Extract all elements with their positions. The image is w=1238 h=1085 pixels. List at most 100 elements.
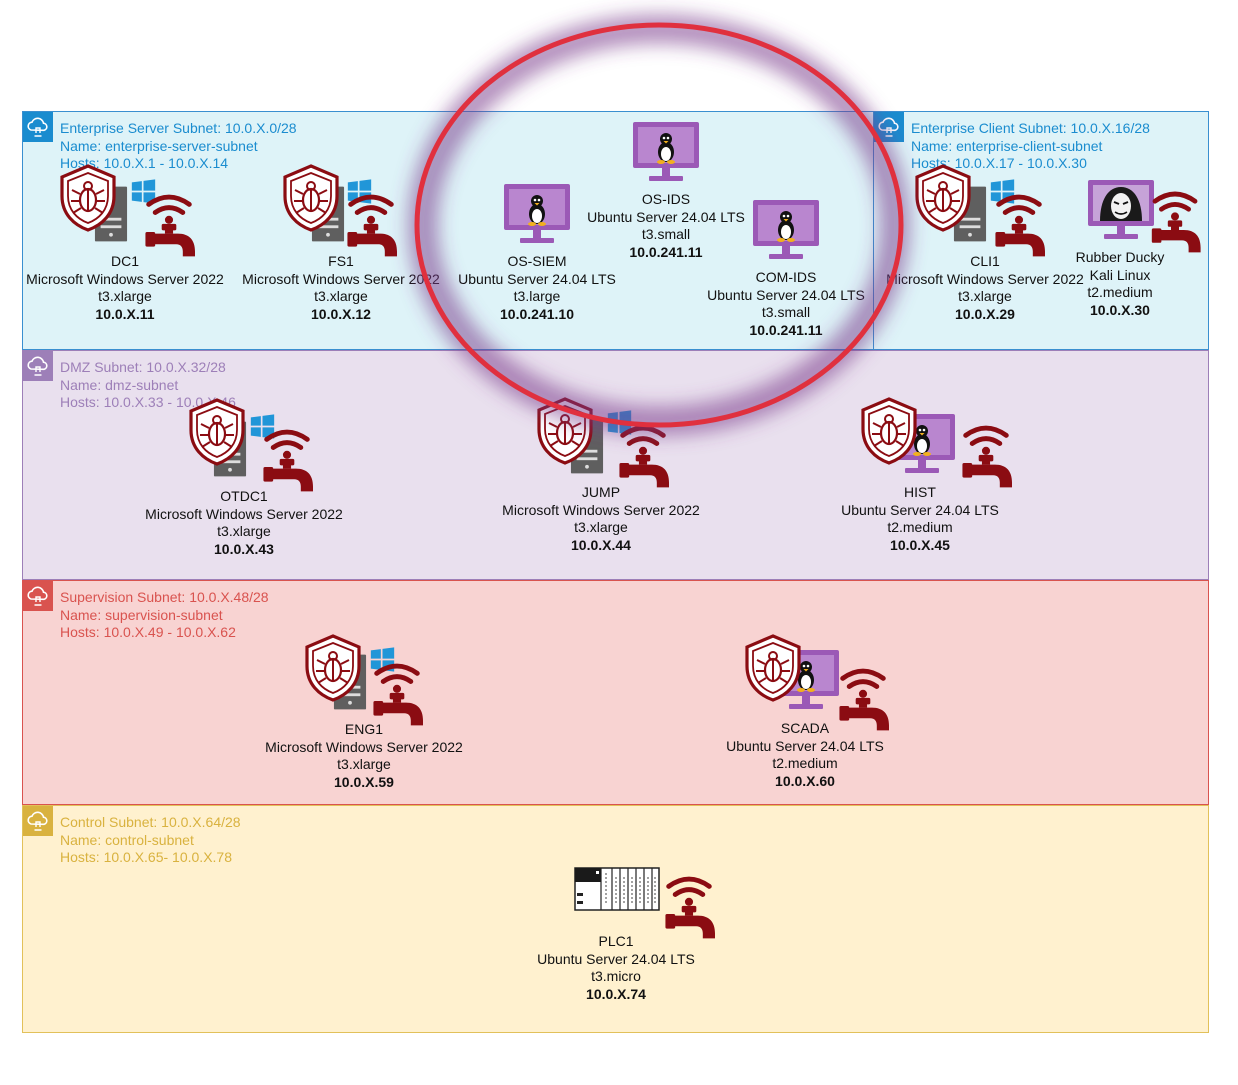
node-name: ENG1 bbox=[344, 721, 384, 737]
subnet-hosts: Hosts: 10.0.X.33 - 10.0.X.46 bbox=[60, 394, 236, 410]
cloud-subnet-icon bbox=[23, 806, 53, 836]
node-instance-type: t2.medium bbox=[887, 519, 953, 535]
subnet-title: Enterprise Client Subnet: 10.0.X.16/28 bbox=[911, 120, 1150, 136]
shield-bug-icon bbox=[913, 163, 973, 233]
node-ip: 10.0.X.74 bbox=[586, 985, 646, 1002]
node-name: OTDC1 bbox=[220, 488, 268, 504]
node-fs1: FS1 Microsoft Windows Server 2022 t3.xla… bbox=[242, 253, 440, 323]
node-os: Ubuntu Server 24.04 LTS bbox=[707, 286, 865, 303]
node-name: FS1 bbox=[328, 253, 354, 269]
node-name: COM-IDS bbox=[755, 269, 817, 285]
node-os: Microsoft Windows Server 2022 bbox=[145, 505, 343, 522]
node-name: HIST bbox=[904, 484, 936, 500]
node-com-ids: COM-IDS Ubuntu Server 24.04 LTS t3.small… bbox=[707, 269, 865, 339]
node-hist: HIST Ubuntu Server 24.04 LTS t2.medium 1… bbox=[841, 484, 999, 554]
node-ip: 10.0.241.11 bbox=[749, 321, 823, 338]
node-name: OS-IDS bbox=[641, 191, 691, 207]
shield-bug-icon bbox=[303, 633, 363, 703]
node-eng1: ENG1 Microsoft Windows Server 2022 t3.xl… bbox=[265, 721, 463, 791]
node-os: Ubuntu Server 24.04 LTS bbox=[537, 950, 695, 967]
node-ip: 10.0.X.60 bbox=[775, 772, 835, 789]
shield-bug-icon bbox=[187, 397, 247, 467]
network-tap-icon bbox=[609, 424, 677, 489]
cloud-subnet-icon bbox=[23, 351, 53, 381]
node-os-ids: OS-IDS Ubuntu Server 24.04 LTS t3.small … bbox=[587, 191, 745, 261]
subnet-name: Name: supervision-subnet bbox=[60, 606, 223, 623]
node-plc1: PLC1 Ubuntu Server 24.04 LTS t3.micro 10… bbox=[537, 933, 695, 1003]
node-instance-type: t3.xlarge bbox=[337, 756, 391, 772]
network-tap-icon bbox=[952, 424, 1020, 489]
node-instance-type: t3.large bbox=[513, 288, 561, 304]
subnet-title: Supervision Subnet: 10.0.X.48/28 bbox=[60, 589, 269, 605]
subnet-name: Name: enterprise-client-subnet bbox=[911, 137, 1103, 154]
linux-monitor-icon bbox=[502, 182, 572, 246]
node-instance-type: t2.medium bbox=[772, 755, 838, 771]
shield-bug-icon bbox=[281, 163, 341, 233]
node-os: Microsoft Windows Server 2022 bbox=[265, 738, 463, 755]
subnet-supervision: Supervision Subnet: 10.0.X.48/28 Name: s… bbox=[22, 580, 1209, 805]
network-tap-icon bbox=[337, 193, 405, 258]
node-os-siem: OS-SIEM Ubuntu Server 24.04 LTS t3.large… bbox=[458, 253, 616, 323]
node-os: Ubuntu Server 24.04 LTS bbox=[458, 270, 616, 287]
subnet-control: Control Subnet: 10.0.X.64/28 Name: contr… bbox=[22, 805, 1209, 1033]
shield-bug-icon bbox=[743, 633, 803, 703]
cloud-subnet-icon bbox=[23, 581, 53, 611]
node-os: Kali Linux bbox=[1089, 266, 1151, 283]
node-ip: 10.0.241.11 bbox=[629, 243, 703, 260]
node-jump: JUMP Microsoft Windows Server 2022 t3.xl… bbox=[502, 484, 700, 554]
node-os: Microsoft Windows Server 2022 bbox=[502, 501, 700, 518]
network-tap-icon bbox=[655, 875, 723, 940]
plc-rack-icon bbox=[574, 867, 660, 911]
subnet-name: Name: dmz-subnet bbox=[60, 376, 179, 393]
node-instance-type: t3.xlarge bbox=[98, 288, 152, 304]
network-tap-icon bbox=[363, 662, 431, 727]
node-ip: 10.0.X.12 bbox=[311, 305, 371, 322]
subnet-hosts: Hosts: 10.0.X.65- 10.0.X.78 bbox=[60, 849, 232, 865]
subnet-hosts: Hosts: 10.0.X.49 - 10.0.X.62 bbox=[60, 624, 236, 640]
node-name: DC1 bbox=[110, 253, 140, 269]
node-instance-type: t3.xlarge bbox=[958, 288, 1012, 304]
node-name: PLC1 bbox=[598, 933, 634, 949]
node-name: CLI1 bbox=[970, 253, 1000, 269]
node-otdc1: OTDC1 Microsoft Windows Server 2022 t3.x… bbox=[145, 488, 343, 558]
node-os: Microsoft Windows Server 2022 bbox=[26, 270, 224, 287]
node-ip: 10.0.X.59 bbox=[334, 773, 394, 790]
network-tap-icon bbox=[1142, 190, 1208, 254]
shield-bug-icon bbox=[58, 163, 118, 233]
node-scada: SCADA Ubuntu Server 24.04 LTS t2.medium … bbox=[726, 720, 884, 790]
cloud-subnet-icon bbox=[23, 112, 53, 142]
node-os: Microsoft Windows Server 2022 bbox=[242, 270, 440, 287]
node-ip: 10.0.X.45 bbox=[890, 536, 950, 553]
subnet-name: Name: enterprise-server-subnet bbox=[60, 137, 258, 154]
node-rubber-ducky: Rubber Ducky Kali Linux t2.medium 10.0.X… bbox=[1076, 249, 1165, 319]
subnet-title: DMZ Subnet: 10.0.X.32/28 bbox=[60, 359, 226, 375]
node-os: Microsoft Windows Server 2022 bbox=[886, 270, 1084, 287]
node-instance-type: t3.xlarge bbox=[217, 523, 271, 539]
node-os: Ubuntu Server 24.04 LTS bbox=[726, 737, 884, 754]
node-ip: 10.0.X.29 bbox=[955, 305, 1015, 322]
linux-monitor-icon bbox=[631, 120, 701, 184]
subnet-hosts: Hosts: 10.0.X.1 - 10.0.X.14 bbox=[60, 155, 229, 171]
node-ip: 10.0.X.44 bbox=[571, 536, 631, 553]
node-instance-type: t3.xlarge bbox=[574, 519, 628, 535]
node-ip: 10.0.X.11 bbox=[95, 305, 155, 322]
node-ip: 10.0.X.30 bbox=[1090, 301, 1150, 318]
node-ip: 10.0.241.10 bbox=[500, 305, 574, 322]
node-instance-type: t3.small bbox=[761, 304, 811, 320]
node-dc1: DC1 Microsoft Windows Server 2022 t3.xla… bbox=[26, 253, 224, 323]
subnet-title: Enterprise Server Subnet: 10.0.X.0/28 bbox=[60, 120, 297, 136]
node-instance-type: t3.xlarge bbox=[314, 288, 368, 304]
node-name: Rubber Ducky bbox=[1075, 249, 1165, 265]
subnet-title: Control Subnet: 10.0.X.64/28 bbox=[60, 814, 241, 830]
node-name: JUMP bbox=[581, 484, 621, 500]
node-name: SCADA bbox=[780, 720, 830, 736]
cloud-subnet-icon bbox=[874, 112, 904, 142]
node-instance-type: t2.medium bbox=[1087, 284, 1153, 300]
linux-monitor-icon bbox=[751, 198, 821, 262]
node-cli1: CLI1 Microsoft Windows Server 2022 t3.xl… bbox=[886, 253, 1084, 323]
node-ip: 10.0.X.43 bbox=[214, 540, 274, 557]
network-tap-icon bbox=[135, 193, 203, 258]
shield-bug-icon bbox=[859, 396, 919, 466]
network-tap-icon bbox=[985, 193, 1053, 258]
node-instance-type: t3.small bbox=[641, 226, 691, 242]
